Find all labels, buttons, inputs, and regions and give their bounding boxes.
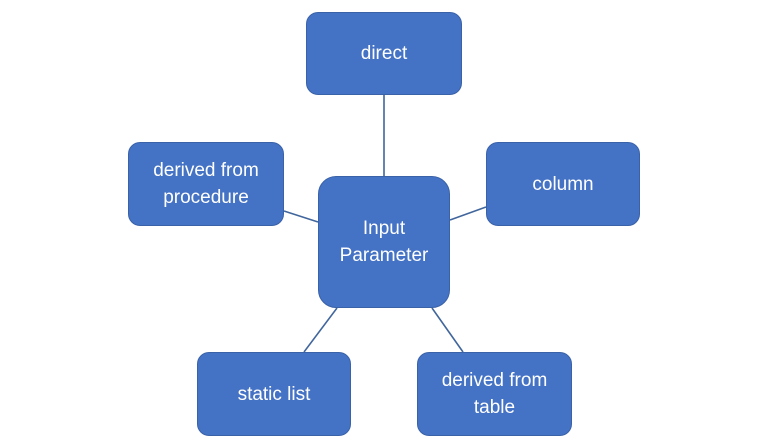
node-input-parameter: Input Parameter	[318, 176, 450, 308]
connector-lower-right	[431, 307, 464, 353]
connector-upper-left	[283, 210, 319, 223]
connector-lower-left	[303, 307, 338, 353]
node-derived-from-table: derived from table	[417, 352, 572, 436]
node-static-list: static list	[197, 352, 351, 436]
node-direct-label: direct	[360, 43, 408, 64]
node-direct: direct	[306, 12, 462, 95]
node-derived-from-procedure: derived from procedure	[128, 142, 284, 226]
node-column-label: column	[532, 173, 594, 195]
node-column: column	[486, 142, 640, 226]
node-static-list-label: static list	[237, 383, 311, 405]
node-derived-from-procedure-label: derived from procedure	[153, 160, 259, 208]
connector-upper-right	[449, 206, 487, 221]
node-input-parameter-label: Input Parameter	[339, 218, 429, 266]
node-derived-from-table-label: derived from table	[441, 370, 548, 418]
